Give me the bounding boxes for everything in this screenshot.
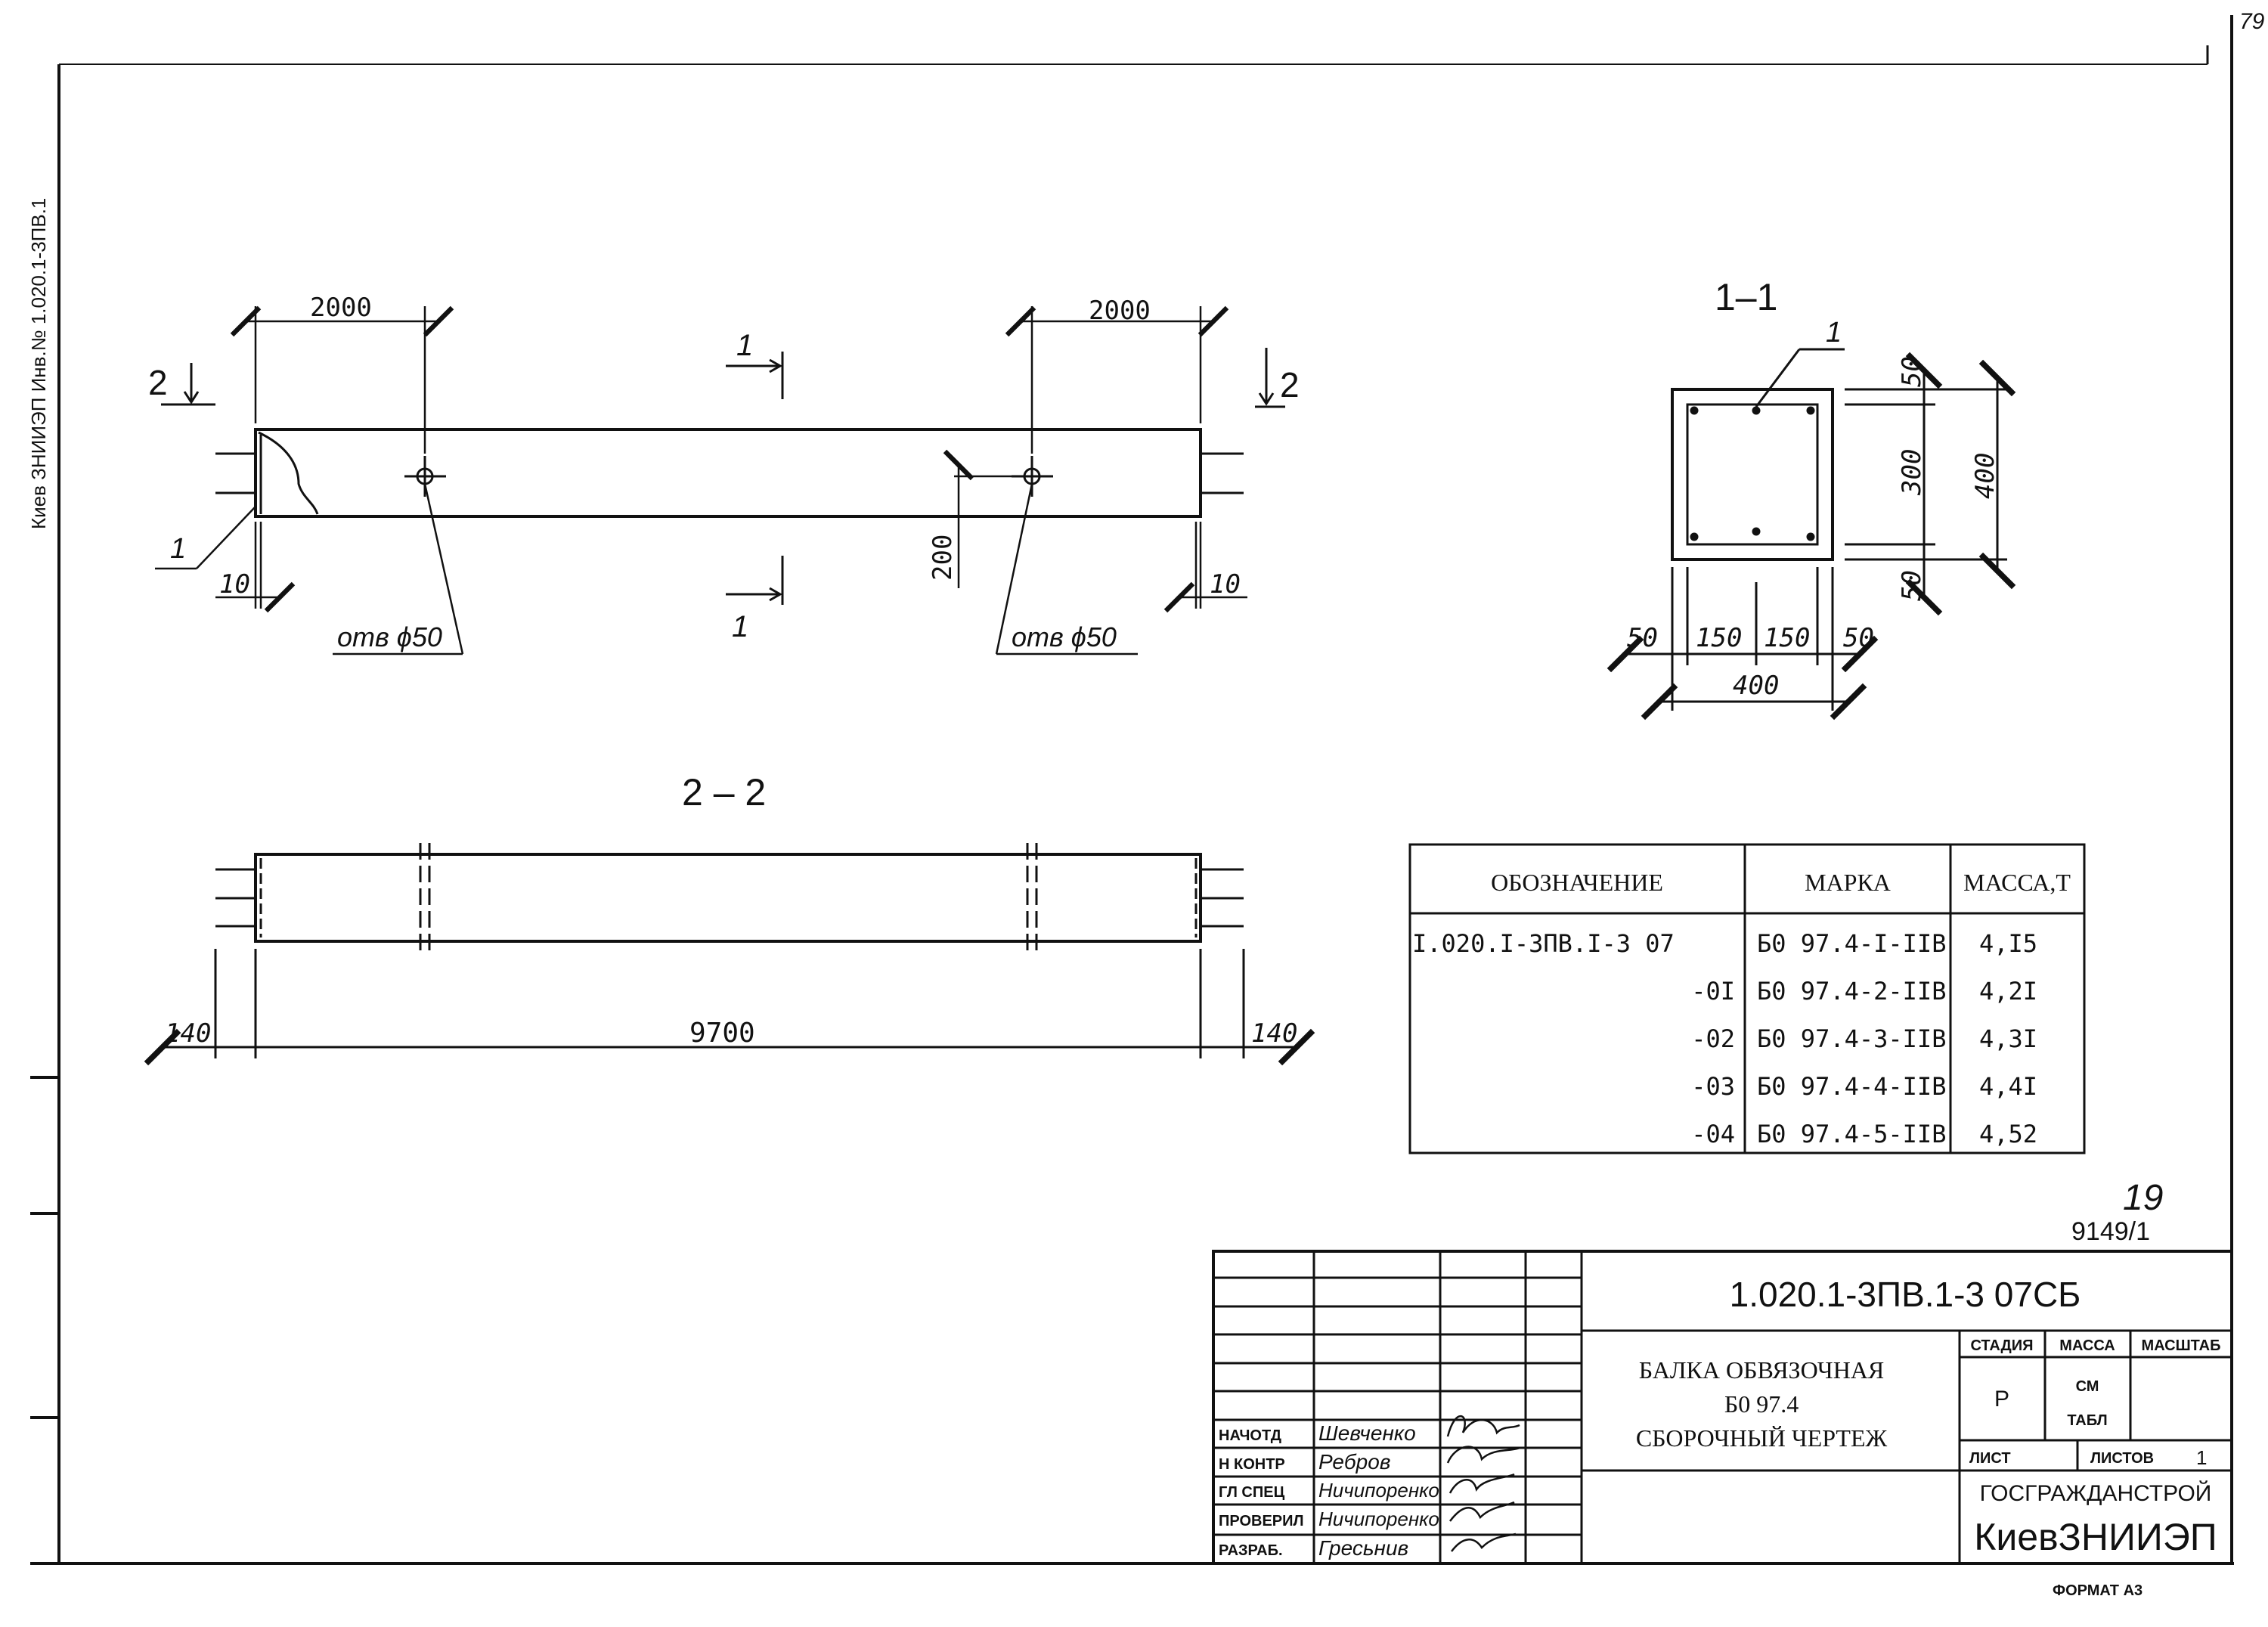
table-row-4-mass: 4,52 [1979, 1120, 2037, 1148]
dim-9700: 9700 [689, 1018, 755, 1049]
drawing-name-line-2: Б0 97.4 [1724, 1390, 1799, 1418]
stage-value: Р [1994, 1387, 2009, 1412]
hole-label-left: отв ϕ50 [337, 621, 442, 652]
marks-table [1408, 843, 2086, 1154]
name-chief-spec: Ничипоренко [1318, 1479, 1439, 1501]
table-row-1-mass: 4,2I [1979, 977, 2037, 1006]
table-row-1-mark: Б0 97.4-2-IIВ [1757, 977, 1946, 1006]
section-11-view [1606, 348, 2016, 721]
section-2-right-label: 2 [1280, 365, 1300, 404]
table-row-2-designation: -02 [1691, 1024, 1735, 1053]
section-2-markers [161, 348, 1285, 408]
drawing-code: 1.020.1-3ПВ.1-3 07СБ [1730, 1275, 2081, 1314]
dim-2000-right: 2000 [1089, 296, 1151, 326]
dim-50-left: 50 [1627, 623, 1658, 653]
scale-label: МАСШТАБ [2142, 1337, 2221, 1354]
name-developed: Гресьнив [1318, 1536, 1408, 1560]
mass-value-1: СМ [2076, 1378, 2099, 1395]
table-header-designation: ОБОЗНАЧЕНИЕ [1491, 869, 1663, 896]
sheet-page-number: 19 [2123, 1178, 2163, 1218]
name-head-dept: Шевченко [1318, 1421, 1416, 1445]
sheet-label: ЛИСТ [1969, 1450, 2011, 1467]
role-norm-control: Н КОНТР [1219, 1456, 1285, 1473]
section-11-pos1: 1 [1826, 317, 1842, 349]
role-checked: ПРОВЕРИЛ [1219, 1513, 1304, 1529]
name-checked: Ничипоренко [1318, 1508, 1439, 1530]
table-row-2-mass: 4,3I [1979, 1024, 2037, 1053]
table-header-mark: МАРКА [1805, 869, 1891, 896]
table-row-0-mass: 4,I5 [1979, 929, 2037, 958]
table-row-0-mark: Б0 97.4-I-IIВ [1757, 929, 1946, 958]
dim-400-horizontal: 400 [1733, 671, 1779, 701]
sheets-value: 1 [2196, 1446, 2207, 1469]
title-block-grid [1212, 1250, 2233, 1565]
dim-150-left: 150 [1696, 623, 1742, 653]
dim-50-bottom: 50 [1897, 570, 1927, 601]
hole-label-right: отв ϕ50 [1012, 621, 1117, 652]
table-row-3-mass: 4,4I [1979, 1072, 2037, 1101]
sheets-label: ЛИСТОВ [2090, 1450, 2154, 1467]
table-row-3-designation: -03 [1691, 1072, 1735, 1101]
table-row-4-mark: Б0 97.4-5-IIВ [1757, 1120, 1946, 1148]
format-label: ФОРМАТ А3 [2053, 1582, 2143, 1599]
table-row-2-mark: Б0 97.4-3-IIВ [1757, 1024, 1946, 1053]
section-1-markers [726, 352, 784, 605]
role-chief-spec: ГЛ СПЕЦ [1219, 1484, 1285, 1501]
signatures [1446, 1415, 1520, 1552]
table-row-1-designation: -0I [1691, 977, 1735, 1006]
drawing-name-line-1: БАЛКА ОБВЯЗОЧНАЯ [1639, 1356, 1885, 1384]
mass-label: МАССА [2059, 1337, 2115, 1354]
corner-number: 79 [2239, 9, 2265, 34]
section-11-title: 1–1 [1715, 276, 1777, 318]
dim-2000-left: 2000 [310, 293, 372, 323]
table-row-0-designation: I.020.I-3ПВ.I-3 07 [1412, 929, 1675, 958]
dim-10-left: 10 [219, 569, 250, 600]
mass-value-2: ТАБЛ [2067, 1412, 2107, 1429]
dim-50-top: 50 [1897, 356, 1927, 387]
section-1-top-label: 1 [736, 329, 753, 362]
dim-400-vertical: 400 [1970, 453, 2000, 499]
dim-50-right: 50 [1843, 623, 1874, 653]
table-row-3-mark: Б0 97.4-4-IIВ [1757, 1072, 1946, 1101]
name-norm-control: Ребров [1318, 1450, 1390, 1474]
front-dimensions [155, 305, 1247, 655]
pos-1-callout: 1 [170, 533, 186, 565]
table-header-mass: МАССА,Т [1963, 869, 2071, 896]
table-row-4-designation: -04 [1691, 1120, 1735, 1148]
section-2-left-label: 2 [148, 363, 168, 402]
section-22-view [144, 843, 1315, 1066]
side-stamp: Киев ЗНИИЭП Инв.№ 1.020.1-3ПВ.1 [27, 198, 50, 529]
stage-label: СТАДИЯ [1970, 1337, 2033, 1354]
drawing-name-line-3: СБОРОЧНЫЙ ЧЕРТЕЖ [1636, 1424, 1888, 1452]
dim-140-right: 140 [1251, 1018, 1297, 1049]
role-head-dept: НАЧОТД [1219, 1427, 1281, 1444]
dim-10-right: 10 [1210, 569, 1241, 600]
dim-200: 200 [928, 535, 958, 581]
org-ministry: ГОСГРАЖДАНСТРОЙ [1980, 1480, 2212, 1506]
sheet-inventory-number: 9149/1 [2071, 1217, 2150, 1246]
beam-front-view [215, 428, 1244, 518]
role-developed: РАЗРАБ. [1219, 1542, 1283, 1559]
hole-left [404, 456, 446, 497]
dim-150-right: 150 [1764, 623, 1810, 653]
section-22-title: 2 – 2 [682, 771, 766, 814]
dim-300: 300 [1897, 449, 1927, 496]
table-rows: I.020.I-3ПВ.I-3 07 Б0 97.4-I-IIВ 4,I5 -0… [1412, 929, 2037, 1148]
dim-140-left: 140 [165, 1018, 211, 1049]
section-1-bottom-label: 1 [732, 610, 748, 643]
org-institute: КиевЗНИИЭП [1974, 1516, 2217, 1558]
